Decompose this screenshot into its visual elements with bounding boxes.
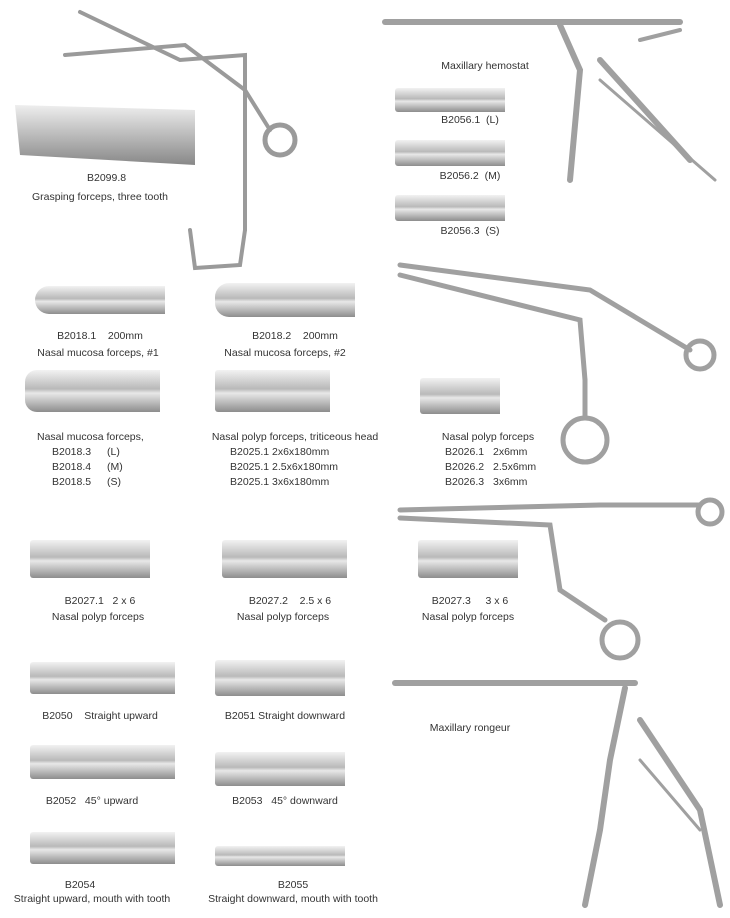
b2027-1-code: B2027.1 2 x 6 bbox=[64, 595, 136, 607]
code: B2026.1 bbox=[445, 446, 485, 458]
code: B2025.1 bbox=[230, 461, 270, 473]
size: (M) bbox=[107, 461, 123, 473]
hemostat-variant: B2056.2 (M) bbox=[439, 170, 501, 182]
hemostat-title: Maxillary hemostat bbox=[441, 60, 529, 72]
size: 3x6x180mm bbox=[272, 476, 330, 488]
b2055-name: Straight downward, mouth with tooth bbox=[208, 893, 378, 905]
b2025-name: Nasal polyp forceps, triticeous head bbox=[211, 431, 379, 443]
code: B2018.3 bbox=[52, 446, 92, 458]
size: 2.5x6mm bbox=[493, 461, 537, 473]
b2026-image bbox=[420, 378, 500, 414]
b2052-image bbox=[30, 745, 175, 779]
b2026-row: B2026.3 3x6mm bbox=[445, 475, 527, 490]
b2099-8-name: Grasping forceps, three tooth bbox=[32, 191, 168, 203]
maxillary-rongeur-image bbox=[392, 680, 723, 908]
b2099-8-code: B2099.8 bbox=[87, 172, 127, 184]
b2025-image bbox=[215, 370, 330, 412]
b2018-1-name: Nasal mucosa forceps, #1 bbox=[37, 347, 159, 359]
b2053-label: B2053 45° downward bbox=[232, 795, 338, 807]
b2026-name: Nasal polyp forceps bbox=[441, 431, 535, 443]
code: B2025.1 bbox=[230, 476, 270, 488]
b2018-2-name: Nasal mucosa forceps, #2 bbox=[224, 347, 346, 359]
b2056-3-image bbox=[395, 195, 505, 221]
mucosa-row: B2018.4 (M) bbox=[52, 460, 123, 475]
b2050-label: B2050 Straight upward bbox=[42, 710, 158, 722]
size: 2x6mm bbox=[493, 446, 528, 458]
b2018-3-image bbox=[25, 370, 160, 412]
size: 2.5x6x180mm bbox=[272, 461, 338, 473]
b2054-name: Straight upward, mouth with tooth bbox=[13, 893, 171, 905]
b2027-2-code: B2027.2 2.5 x 6 bbox=[248, 595, 332, 607]
b2018-1-image bbox=[35, 286, 165, 314]
b2027-1-image bbox=[30, 540, 150, 578]
b2052-label: B2052 45° upward bbox=[45, 795, 139, 807]
b2027-1-name: Nasal polyp forceps bbox=[51, 611, 145, 623]
b2051-image bbox=[215, 660, 345, 696]
b2018-1-code: B2018.1 200mm bbox=[57, 330, 143, 342]
rongeur-title: Maxillary rongeur bbox=[429, 722, 511, 734]
b2056-2-image bbox=[395, 140, 505, 166]
b2027-2-image bbox=[222, 540, 347, 578]
b2027-2-name: Nasal polyp forceps bbox=[236, 611, 330, 623]
hemostat-variant: B2056.3 (S) bbox=[440, 225, 500, 237]
mucosa-name: Nasal mucosa forceps, bbox=[37, 431, 144, 443]
b2018-2-image bbox=[215, 283, 355, 317]
hemostat-variant: B2056.1 (L) bbox=[441, 114, 499, 126]
b2056-1-image bbox=[395, 88, 505, 112]
grasping-forceps-tip-image bbox=[15, 105, 195, 165]
size: 3x6mm bbox=[493, 476, 528, 488]
b2027-3-code: B2027.3 3 x 6 bbox=[431, 595, 509, 607]
size: (L) bbox=[107, 446, 120, 458]
b2027-3-image bbox=[418, 540, 518, 578]
b2026-row: B2026.2 2.5x6mm bbox=[445, 460, 536, 475]
b2027-3-name: Nasal polyp forceps bbox=[421, 611, 515, 623]
code: B2026.3 bbox=[445, 476, 485, 488]
b2051-label: B2051 Straight downward bbox=[224, 710, 346, 722]
code: B2025.1 bbox=[230, 446, 270, 458]
code: B2026.2 bbox=[445, 461, 485, 473]
maxillary-hemostat-image bbox=[382, 19, 717, 183]
code: B2018.5 bbox=[52, 476, 92, 488]
mucosa-row: B2018.3 (L) bbox=[52, 445, 120, 460]
b2053-image bbox=[215, 752, 345, 786]
b2054-code: B2054 bbox=[64, 879, 96, 891]
nasal-polyp-forceps-curved-image bbox=[397, 497, 725, 661]
grasping-forceps-image bbox=[63, 10, 298, 271]
b2018-2-code: B2018.2 200mm bbox=[252, 330, 338, 342]
b2054-image bbox=[30, 832, 175, 864]
size: 2x6x180mm bbox=[272, 446, 330, 458]
code: B2018.4 bbox=[52, 461, 92, 473]
b2055-image bbox=[215, 846, 345, 866]
b2055-code: B2055 bbox=[277, 879, 309, 891]
b2050-image bbox=[30, 662, 175, 694]
b2026-row: B2026.1 2x6mm bbox=[445, 445, 527, 460]
nasal-polyp-forceps-large-image bbox=[397, 262, 717, 465]
mucosa-row: B2018.5 (S) bbox=[52, 475, 121, 490]
size: (S) bbox=[107, 476, 121, 488]
